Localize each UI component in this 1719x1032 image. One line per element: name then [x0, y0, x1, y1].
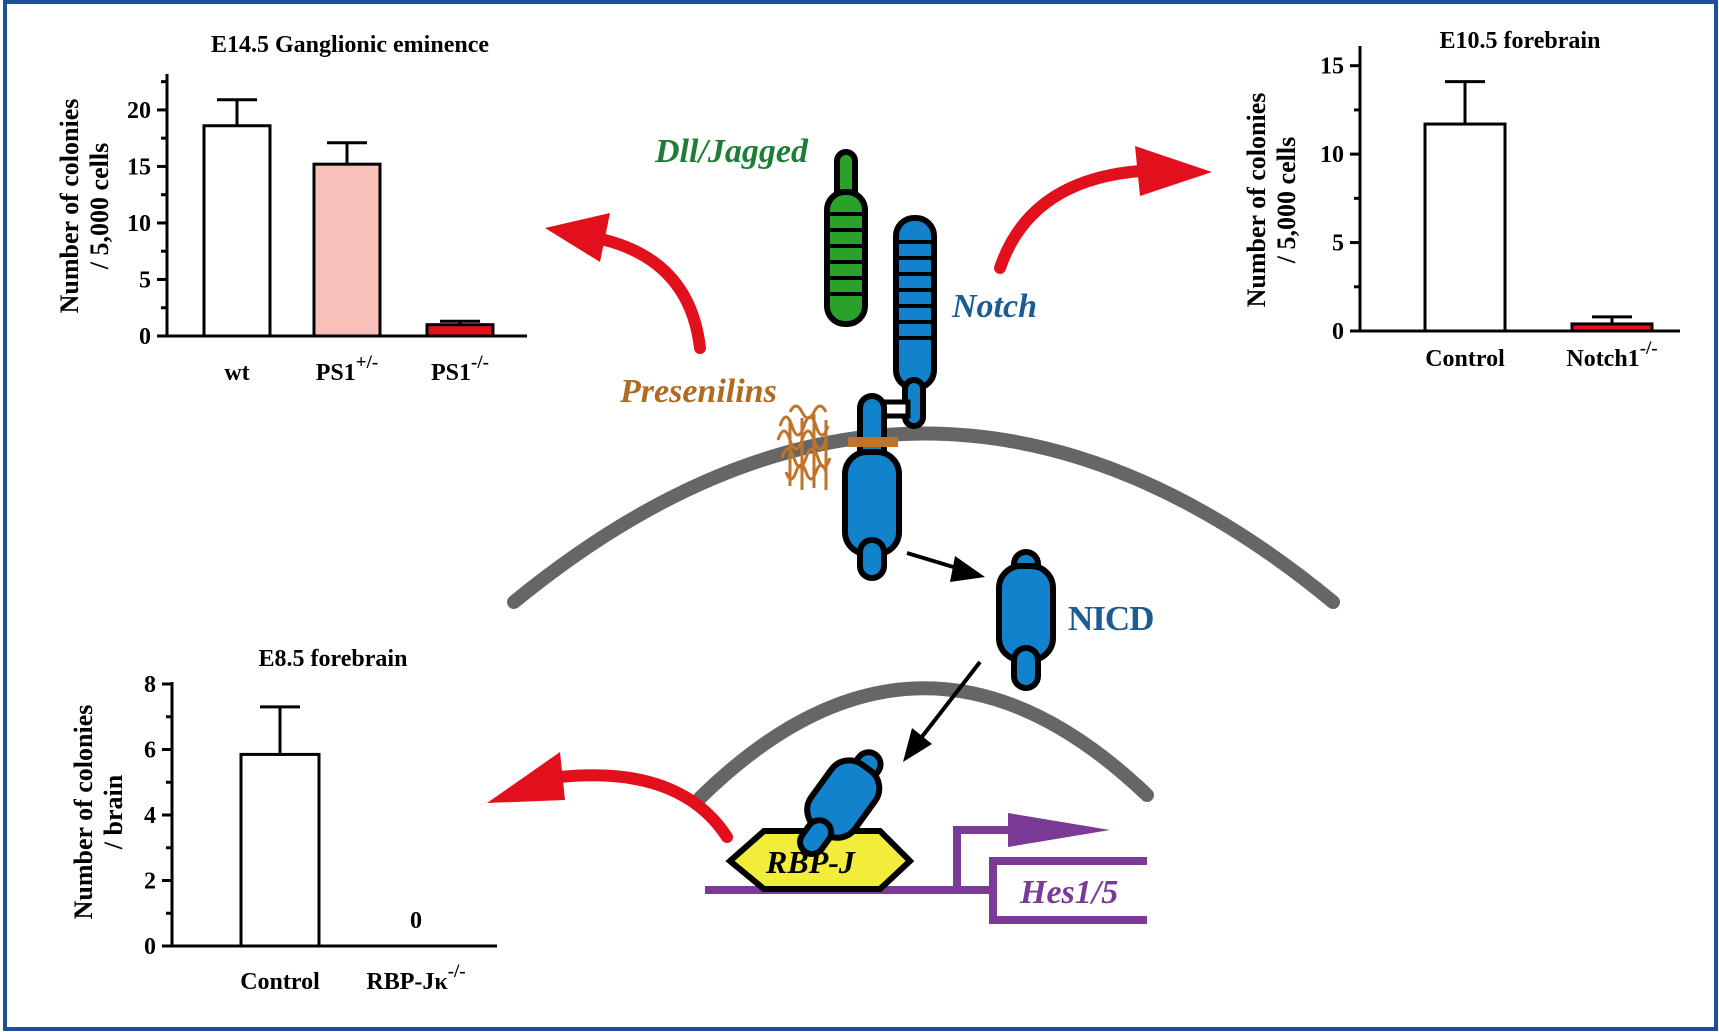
y-axis-label-line: / brain — [99, 774, 128, 850]
y-axis-label-line: Number of colonies — [55, 99, 84, 314]
chart-title: E14.5 Ganglionic eminence — [211, 32, 489, 58]
data-label: 0 — [410, 908, 422, 934]
arrow-to-e85-panel — [554, 769, 733, 843]
chart-title: E8.5 forebrain — [259, 646, 408, 672]
chart-title: E10.5 forebrain — [1440, 28, 1601, 54]
y-tick-label: 2 — [144, 869, 156, 895]
category-label-base: Notch1 — [1566, 346, 1639, 372]
y-tick-label: 10 — [1320, 142, 1344, 168]
arrow-head-ganglionic — [545, 213, 610, 262]
transcription-arrow-head — [1008, 813, 1110, 847]
y-tick-label: 4 — [144, 803, 156, 829]
hes-label: Hes1/5 — [1019, 874, 1118, 911]
category-label-superscript: -/- — [471, 352, 489, 373]
category-label: Control — [1425, 346, 1505, 372]
category-label-base: Control — [1425, 346, 1505, 372]
category-label: PS1-/- — [431, 352, 489, 386]
y-tick-label: 5 — [139, 267, 151, 293]
presenilins-complex — [776, 404, 832, 490]
y-axis-label-line: / 5,000 cells — [85, 143, 114, 270]
category-label: Notch1-/- — [1566, 338, 1657, 372]
nicd-label: NICD — [1068, 599, 1153, 638]
notch-receptor — [842, 215, 937, 581]
y-axis-label: Number of colonies/ brain — [69, 705, 128, 920]
cleavage-arrows — [903, 551, 985, 762]
category-label-base: RBP-Jκ — [366, 969, 448, 995]
category-label-base: PS1 — [316, 360, 356, 386]
bar — [1570, 322, 1654, 333]
y-tick-label: 5 — [1332, 231, 1344, 257]
nicd-fragment — [996, 549, 1056, 691]
red-arrows — [487, 146, 1212, 843]
figure-frame — [3, 0, 1718, 1031]
y-axis-label: Number of colonies/ 5,000 cells — [1242, 93, 1301, 308]
y-axis-label-line: Number of colonies — [1242, 93, 1271, 308]
category-label-base: PS1 — [431, 360, 471, 386]
y-tick-label: 10 — [127, 211, 151, 237]
y-tick-label: 0 — [144, 934, 156, 960]
rbpj-hexagon — [725, 828, 915, 892]
category-label: wt — [224, 360, 249, 386]
y-axis-label: Number of colonies/ 5,000 cells — [55, 99, 114, 314]
category-label-base: wt — [224, 360, 249, 386]
category-label-superscript: +/- — [356, 352, 378, 373]
nuclear-envelope — [693, 681, 1154, 805]
bar — [239, 752, 321, 948]
bar — [312, 162, 382, 338]
category-label: Control — [240, 969, 320, 995]
category-label: RBP-Jκ-/- — [366, 961, 465, 995]
category-label-base: Control — [240, 969, 320, 995]
bar — [202, 124, 272, 338]
nicd-bound — [797, 749, 884, 857]
cell-membrane — [507, 426, 1340, 609]
dll-jagged-label: Dll/Jagged — [654, 133, 809, 170]
category-label-superscript: -/- — [448, 961, 466, 982]
y-tick-label: 15 — [127, 154, 151, 180]
presenilins-label: Presenilins — [619, 373, 777, 410]
y-tick-label: 15 — [1320, 54, 1344, 80]
bar — [1423, 122, 1507, 333]
dll-jagged-ligand — [824, 149, 868, 327]
rbpj-label: RBP-J — [765, 844, 856, 880]
notch-label: Notch — [951, 288, 1037, 325]
arrow-head-e105 — [1135, 146, 1212, 196]
y-tick-label: 8 — [144, 672, 156, 698]
y-tick-label: 20 — [127, 98, 151, 124]
category-label: PS1+/- — [316, 352, 378, 386]
bar — [425, 323, 495, 338]
y-axis-label-line: / 5,000 cells — [1272, 137, 1301, 264]
category-label-superscript: -/- — [1640, 338, 1658, 359]
arrow-head-e85 — [487, 752, 565, 803]
y-tick-label: 6 — [144, 738, 156, 764]
y-axis-label-line: Number of colonies — [69, 705, 98, 920]
arrow-to-ganglionic-panel — [599, 234, 706, 354]
arrow-to-e105-panel — [994, 165, 1146, 274]
y-tick-label: 0 — [1332, 319, 1344, 345]
y-tick-label: 0 — [139, 324, 151, 350]
